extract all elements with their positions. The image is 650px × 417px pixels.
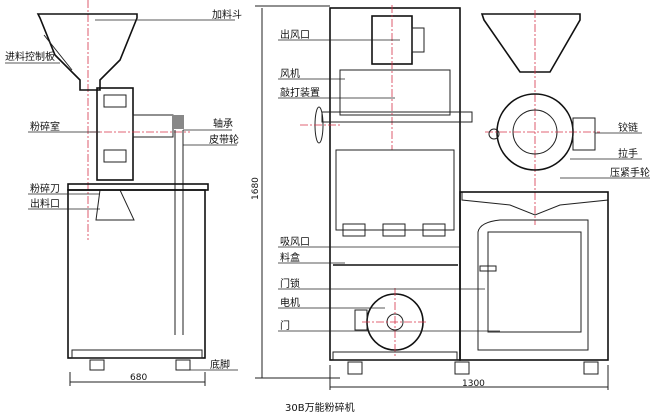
door [477,219,589,351]
label-crushing-chamber: 粉碎室 [30,120,60,133]
right-base-cabinet [459,191,609,361]
label-hopper: 加料斗 [212,8,242,21]
label-feed-control-plate: 进料控制板 [5,50,55,63]
side-width-dimension: 680 [130,373,147,383]
label-clamp-handwheel: 压紧手轮 [610,166,650,179]
label-discharge-port: 出料口 [30,197,60,210]
discharge-port [95,189,135,221]
right-hopper [480,13,581,73]
side-view: 680 加料斗 进料控制板 粉碎室 轴承 皮带轮 粉碎刀 出料口 底脚 [5,0,242,386]
label-door: 门 [280,319,290,332]
crushing-chamber [96,87,134,181]
label-fan: 风机 [280,67,300,80]
label-bearing: 轴承 [213,117,233,130]
door-lock [479,265,497,272]
label-beating-device: 敲打装置 [280,86,320,99]
feed-control-plate [43,34,73,71]
foot [89,359,105,371]
height-dimension: 1680 [251,177,261,200]
base-cabinet [67,189,206,359]
label-air-inlet: 吸风口 [280,236,310,248]
label-handle: 拉手 [618,147,638,160]
label-material-box: 料盒 [280,251,300,264]
label-pulley: 皮带轮 [209,133,239,146]
hinge [572,117,596,151]
fan [339,69,451,116]
label-hinge: 铰链 [618,121,638,134]
width-dimension: 1300 [462,379,485,389]
front-view: 1680 1300 出风口 风机 敲打装置 吸风口 料盒 [251,5,609,390]
right-view: 铰链 拉手 压紧手轮 [459,10,650,361]
air-inlet [342,223,366,237]
clamp-handwheel [488,128,500,140]
bearing [172,115,184,129]
label-foot: 底脚 [210,358,230,371]
drawing-title: 30B万能粉碎机 [285,401,355,414]
beating-device [321,111,473,123]
label-crushing-blade: 粉碎刀 [30,182,60,195]
label-air-outlet: 出风口 [280,28,310,41]
label-motor: 电机 [280,296,300,309]
label-door-lock: 门锁 [280,277,300,290]
